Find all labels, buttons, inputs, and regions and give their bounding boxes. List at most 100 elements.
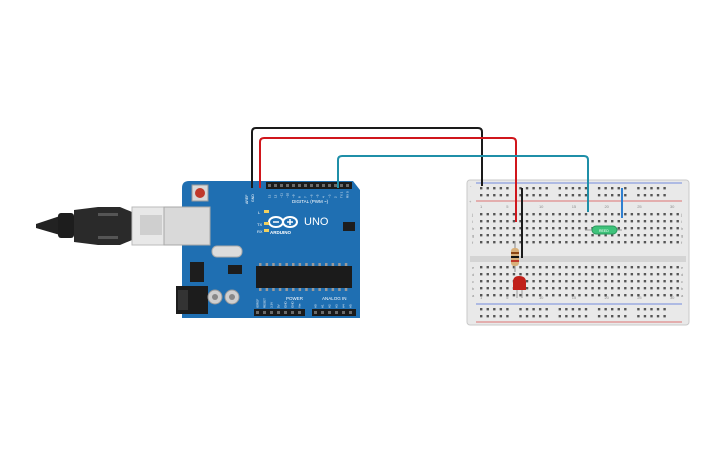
bb-hole[interactable] — [611, 280, 614, 283]
bb-hole[interactable] — [669, 213, 673, 216]
bb-hole[interactable] — [493, 287, 496, 290]
bb-hole[interactable] — [493, 280, 496, 283]
bb-hole[interactable] — [480, 234, 483, 237]
bb-hole[interactable] — [493, 294, 496, 297]
wire-gnd[interactable] — [251, 127, 483, 188]
bb-hole[interactable] — [624, 294, 627, 297]
bb-hole[interactable] — [617, 227, 620, 230]
bb-hole[interactable] — [669, 266, 673, 269]
bb-hole[interactable] — [617, 187, 620, 190]
bb-hole[interactable] — [643, 194, 647, 197]
bb-hole[interactable] — [611, 294, 614, 297]
header-pin[interactable] — [274, 184, 277, 187]
bb-hole[interactable] — [611, 194, 614, 197]
bb-hole[interactable] — [656, 308, 660, 311]
bb-hole[interactable] — [637, 213, 640, 216]
bb-hole[interactable] — [617, 273, 620, 276]
bb-hole[interactable] — [643, 273, 647, 276]
bb-hole[interactable] — [538, 273, 542, 276]
bb-hole[interactable] — [624, 194, 627, 197]
bb-hole[interactable] — [578, 308, 581, 311]
bb-hole[interactable] — [499, 194, 503, 197]
header-pin[interactable] — [310, 184, 313, 187]
bb-hole[interactable] — [493, 234, 496, 237]
usb-cable[interactable] — [36, 206, 166, 246]
bb-hole[interactable] — [624, 213, 627, 216]
bb-hole[interactable] — [480, 308, 483, 311]
bb-hole[interactable] — [624, 273, 627, 276]
bb-hole[interactable] — [630, 213, 634, 216]
bb-hole[interactable] — [493, 308, 496, 311]
bb-hole[interactable] — [676, 234, 679, 237]
bb-hole[interactable] — [506, 315, 509, 318]
bb-hole[interactable] — [558, 315, 561, 318]
bb-hole[interactable] — [506, 213, 509, 216]
bb-hole[interactable] — [558, 234, 561, 237]
bb-hole[interactable] — [643, 280, 647, 283]
bb-hole[interactable] — [617, 287, 620, 290]
bb-hole[interactable] — [571, 241, 575, 244]
bb-hole[interactable] — [571, 294, 575, 297]
bb-hole[interactable] — [617, 194, 620, 197]
bb-hole[interactable] — [591, 213, 594, 216]
bb-hole[interactable] — [650, 280, 653, 283]
bb-hole[interactable] — [519, 294, 522, 297]
bb-hole[interactable] — [650, 287, 653, 290]
bb-hole[interactable] — [493, 273, 496, 276]
header-pin[interactable] — [284, 311, 287, 314]
bb-hole[interactable] — [525, 280, 529, 283]
bb-hole[interactable] — [604, 315, 607, 318]
bb-hole[interactable] — [643, 294, 647, 297]
bb-hole[interactable] — [525, 294, 529, 297]
bb-hole[interactable] — [499, 315, 503, 318]
bb-hole[interactable] — [611, 308, 614, 311]
header-pin[interactable] — [346, 184, 349, 187]
bb-hole[interactable] — [558, 220, 561, 223]
bb-hole[interactable] — [499, 294, 503, 297]
bb-hole[interactable] — [525, 273, 529, 276]
bb-hole[interactable] — [617, 315, 620, 318]
bb-hole[interactable] — [499, 227, 503, 230]
bb-hole[interactable] — [604, 220, 607, 223]
bb-hole[interactable] — [525, 234, 529, 237]
bb-hole[interactable] — [597, 234, 601, 237]
bb-hole[interactable] — [486, 194, 489, 197]
bb-hole[interactable] — [565, 315, 568, 318]
bb-hole[interactable] — [506, 220, 509, 223]
bb-hole[interactable] — [597, 287, 601, 290]
bb-hole[interactable] — [532, 194, 535, 197]
bb-hole[interactable] — [637, 187, 640, 190]
bb-hole[interactable] — [584, 280, 588, 283]
bb-hole[interactable] — [519, 273, 522, 276]
bb-hole[interactable] — [637, 194, 640, 197]
bb-hole[interactable] — [611, 287, 614, 290]
bb-hole[interactable] — [617, 241, 620, 244]
bb-hole[interactable] — [565, 234, 568, 237]
bb-hole[interactable] — [643, 187, 647, 190]
bb-hole[interactable] — [591, 234, 594, 237]
bb-hole[interactable] — [584, 213, 588, 216]
bb-hole[interactable] — [611, 220, 614, 223]
bb-hole[interactable] — [656, 280, 660, 283]
bb-hole[interactable] — [499, 273, 503, 276]
bb-hole[interactable] — [519, 315, 522, 318]
bb-hole[interactable] — [525, 315, 529, 318]
bb-hole[interactable] — [486, 315, 489, 318]
bb-hole[interactable] — [545, 213, 548, 216]
bb-hole[interactable] — [538, 227, 542, 230]
bb-hole[interactable] — [480, 294, 483, 297]
bb-hole[interactable] — [525, 308, 529, 311]
bb-hole[interactable] — [565, 220, 568, 223]
bb-hole[interactable] — [519, 266, 522, 269]
bb-hole[interactable] — [656, 315, 660, 318]
bb-hole[interactable] — [545, 220, 548, 223]
bb-hole[interactable] — [545, 266, 548, 269]
bb-hole[interactable] — [571, 187, 575, 190]
bb-hole[interactable] — [538, 280, 542, 283]
bb-hole[interactable] — [525, 220, 529, 223]
bb-hole[interactable] — [499, 280, 503, 283]
bb-hole[interactable] — [669, 227, 673, 230]
bb-hole[interactable] — [552, 294, 555, 297]
bb-hole[interactable] — [525, 266, 529, 269]
bb-hole[interactable] — [565, 273, 568, 276]
